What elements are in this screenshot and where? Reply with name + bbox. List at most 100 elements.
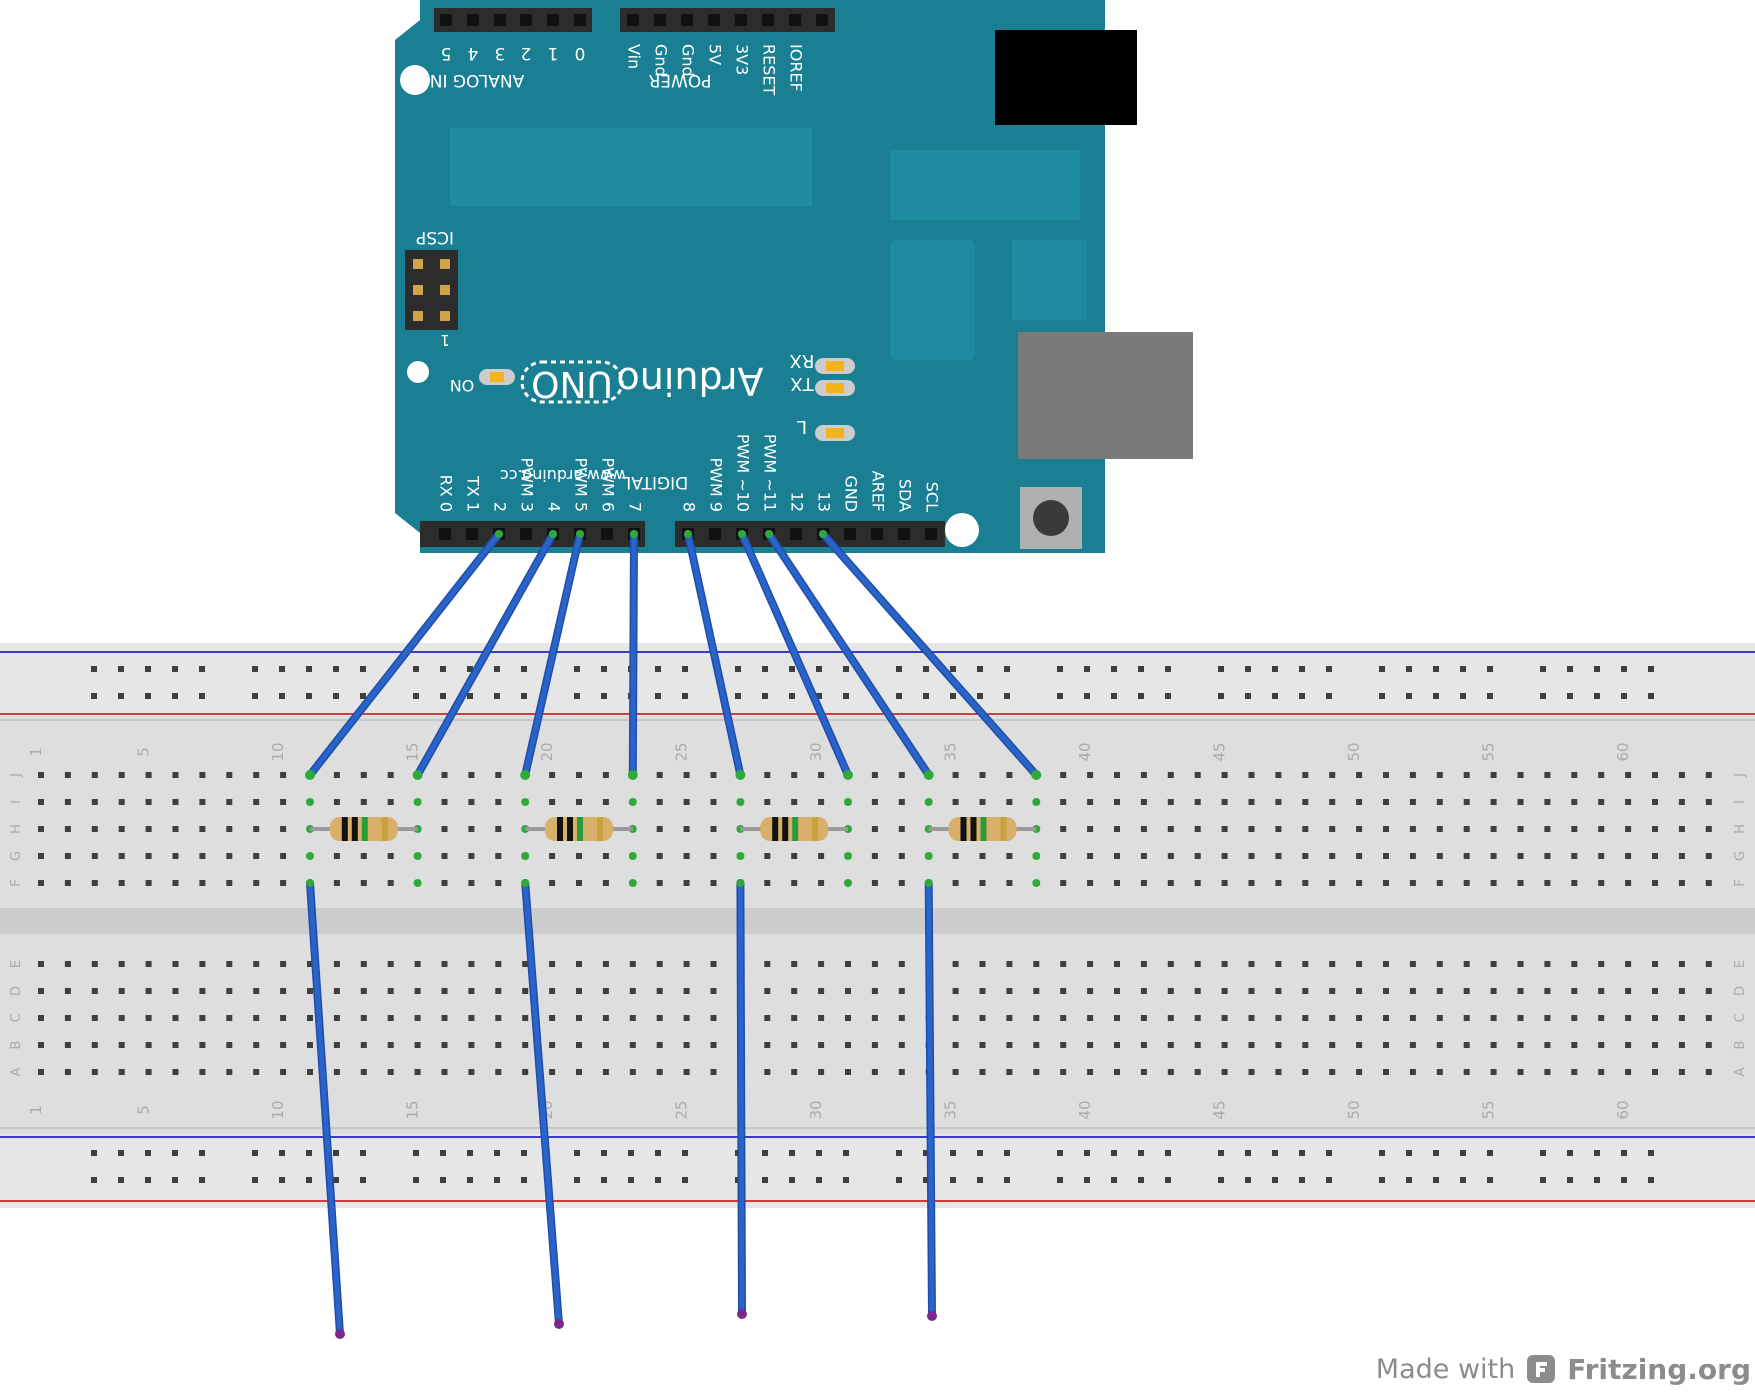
breadboard-hole[interactable] <box>549 1015 556 1021</box>
breadboard-hole[interactable] <box>1598 988 1605 994</box>
breadboard-hole[interactable] <box>1544 1042 1551 1048</box>
breadboard-hole[interactable] <box>1221 1015 1228 1021</box>
breadboard-hole[interactable] <box>1006 1069 1013 1075</box>
breadboard-hole[interactable] <box>1625 853 1632 859</box>
breadboard-hole[interactable] <box>1167 961 1174 967</box>
power-rail-hole[interactable] <box>950 1150 956 1156</box>
power-rail-hole[interactable] <box>1004 1177 1010 1183</box>
breadboard-hole[interactable] <box>1221 961 1228 967</box>
power-rail-hole[interactable] <box>1057 666 1063 672</box>
breadboard-hole[interactable] <box>1678 1042 1685 1048</box>
breadboard-hole[interactable] <box>145 853 152 859</box>
breadboard-hole[interactable] <box>1087 799 1094 805</box>
power-rail-hole[interactable] <box>1594 666 1600 672</box>
breadboard-hole[interactable] <box>38 826 44 832</box>
breadboard-hole[interactable] <box>1006 772 1013 778</box>
breadboard-hole[interactable] <box>1571 799 1578 805</box>
breadboard-hole[interactable] <box>1705 1069 1712 1075</box>
breadboard-hole[interactable] <box>1356 880 1363 886</box>
breadboard-hole[interactable] <box>1571 826 1578 832</box>
power-rail-hole[interactable] <box>199 693 205 699</box>
breadboard-hole[interactable] <box>1436 853 1443 859</box>
power-rail-hole[interactable] <box>1272 693 1278 699</box>
breadboard-hole[interactable] <box>656 961 663 967</box>
breadboard-hole[interactable] <box>468 1042 475 1048</box>
breadboard-hole[interactable] <box>1006 988 1013 994</box>
power-rail-hole[interactable] <box>762 693 768 699</box>
breadboard-hole[interactable] <box>1705 799 1712 805</box>
power-rail-hole[interactable] <box>977 693 983 699</box>
power-rail-hole[interactable] <box>1138 1177 1144 1183</box>
breadboard-hole[interactable] <box>1356 961 1363 967</box>
power-rail-hole[interactable] <box>467 1177 473 1183</box>
breadboard-hole[interactable] <box>1221 1069 1228 1075</box>
breadboard-hole[interactable] <box>1383 961 1389 967</box>
breadboard-hole[interactable] <box>1302 1042 1309 1048</box>
power-pin[interactable] <box>681 14 693 26</box>
breadboard-hole[interactable] <box>1087 1042 1094 1048</box>
digital-pin[interactable] <box>844 528 856 540</box>
breadboard-hole[interactable] <box>1598 826 1605 832</box>
power-rail-hole[interactable] <box>923 1150 929 1156</box>
breadboard-hole[interactable] <box>387 880 394 886</box>
breadboard-hole[interactable] <box>1087 826 1094 832</box>
breadboard-hole[interactable] <box>1598 1015 1605 1021</box>
breadboard-hole[interactable] <box>764 1069 771 1075</box>
breadboard-hole[interactable] <box>495 880 502 886</box>
power-rail-hole[interactable] <box>1326 1177 1332 1183</box>
power-rail-hole[interactable] <box>1272 1150 1278 1156</box>
breadboard-hole[interactable] <box>38 880 44 886</box>
breadboard-hole[interactable] <box>1248 853 1255 859</box>
breadboard-hole[interactable] <box>1383 1042 1389 1048</box>
breadboard-hole[interactable] <box>91 880 98 886</box>
power-rail-hole[interactable] <box>1487 693 1493 699</box>
breadboard-hole[interactable] <box>441 826 448 832</box>
breadboard-hole[interactable] <box>145 826 152 832</box>
breadboard-hole[interactable] <box>1544 961 1551 967</box>
analog-pin[interactable] <box>520 14 532 26</box>
power-rail-hole[interactable] <box>279 1177 285 1183</box>
breadboard-hole[interactable] <box>280 1015 287 1021</box>
breadboard-hole[interactable] <box>1383 853 1389 859</box>
breadboard-hole[interactable] <box>1033 961 1040 967</box>
breadboard-hole[interactable] <box>253 853 260 859</box>
breadboard-hole[interactable] <box>1463 961 1470 967</box>
breadboard-hole[interactable] <box>333 1042 340 1048</box>
breadboard-hole[interactable] <box>1167 988 1174 994</box>
breadboard-hole[interactable] <box>683 826 690 832</box>
breadboard-hole[interactable] <box>333 853 340 859</box>
breadboard-hole[interactable] <box>1356 772 1363 778</box>
breadboard-hole[interactable] <box>172 1042 179 1048</box>
power-rail-hole[interactable] <box>1218 693 1224 699</box>
breadboard-hole[interactable] <box>764 961 771 967</box>
power-rail-hole[interactable] <box>682 1177 688 1183</box>
reset-button[interactable] <box>1033 500 1069 536</box>
breadboard-hole[interactable] <box>226 772 233 778</box>
power-rail-hole[interactable] <box>816 693 822 699</box>
breadboard-hole[interactable] <box>1652 880 1658 886</box>
breadboard-hole[interactable] <box>441 988 448 994</box>
breadboard-hole[interactable] <box>253 772 260 778</box>
power-rail-hole[interactable] <box>628 1177 634 1183</box>
breadboard-hole[interactable] <box>387 1069 394 1075</box>
analog-pin[interactable] <box>440 14 452 26</box>
breadboard-hole[interactable] <box>360 988 367 994</box>
breadboard-hole[interactable] <box>602 772 609 778</box>
breadboard-hole[interactable] <box>387 799 394 805</box>
power-rail-hole[interactable] <box>1621 693 1627 699</box>
breadboard-hole[interactable] <box>280 961 287 967</box>
breadboard-hole[interactable] <box>576 1042 582 1048</box>
breadboard-hole[interactable] <box>1060 988 1067 994</box>
power-rail-hole[interactable] <box>145 693 151 699</box>
power-rail-hole[interactable] <box>172 1150 178 1156</box>
breadboard-hole[interactable] <box>387 772 394 778</box>
breadboard-hole[interactable] <box>145 1015 152 1021</box>
breadboard-hole[interactable] <box>199 1042 206 1048</box>
breadboard-hole[interactable] <box>871 880 878 886</box>
breadboard-hole[interactable] <box>1705 1015 1712 1021</box>
power-rail-hole[interactable] <box>1540 693 1546 699</box>
breadboard-hole[interactable] <box>1060 826 1067 832</box>
breadboard-hole[interactable] <box>791 988 798 994</box>
breadboard-hole[interactable] <box>1678 799 1685 805</box>
power-rail-hole[interactable] <box>789 666 795 672</box>
